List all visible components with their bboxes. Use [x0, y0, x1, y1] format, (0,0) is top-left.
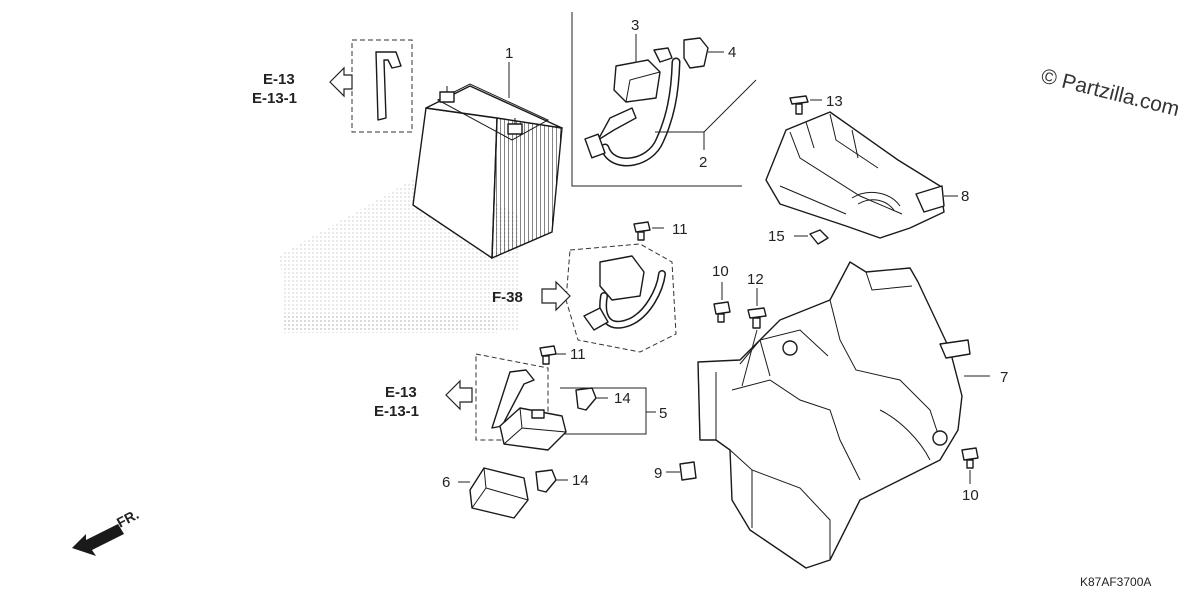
clip-15 [809, 229, 829, 245]
bolt-10-lower [961, 447, 979, 469]
clip-9 [679, 461, 697, 481]
terminal-cover [613, 59, 661, 103]
reference-label-e13-1-top: E-13-1 [252, 90, 297, 107]
callout-12: 12 [747, 271, 764, 288]
battery [412, 83, 563, 260]
callout-1: 1 [505, 45, 513, 62]
callout-5: 5 [659, 405, 667, 422]
callout-7: 7 [1000, 369, 1008, 386]
diagram-code: K87AF3700A [1080, 575, 1151, 589]
callout-11-upper: 11 [672, 221, 688, 238]
relay-strap [491, 369, 535, 429]
callout-10-lower: 10 [962, 487, 979, 504]
bolt-11-lower [539, 345, 557, 365]
cable-set-frame [571, 12, 742, 187]
reference-label-e13-bottom: E-13 [385, 384, 417, 401]
battery-strap [375, 51, 402, 121]
battery-tray [765, 111, 945, 239]
callout-9: 9 [654, 465, 662, 482]
reference-arrow-harness [541, 280, 571, 312]
callout-14-lower: 14 [572, 472, 589, 489]
harness-dashed-frame [565, 243, 677, 353]
battery-cable [584, 57, 681, 167]
callout-15: 15 [768, 228, 785, 245]
battery-box [697, 261, 971, 569]
callout-6: 6 [442, 474, 450, 491]
callout-3: 3 [631, 17, 639, 34]
callout-11-lower: 11 [570, 346, 586, 363]
reference-arrow-relay [445, 379, 473, 411]
relay [499, 407, 567, 451]
partzilla-watermark: © Partzilla.com [1039, 65, 1182, 122]
leader-12-to-box [741, 329, 758, 387]
callout-4: 4 [728, 44, 736, 61]
callout-10-upper: 10 [712, 263, 729, 280]
fuse-14-lower [535, 469, 557, 493]
reference-arrow-battery [329, 66, 353, 98]
leader-2b [703, 79, 757, 133]
fuse-14-upper [575, 387, 597, 411]
screw-13 [789, 95, 809, 115]
screw-12 [747, 307, 767, 329]
reference-label-f38: F-38 [492, 289, 523, 306]
harness-assembly [583, 255, 666, 331]
bolt-10-upper [713, 301, 731, 323]
bolt-11-upper [633, 221, 651, 241]
callout-14-upper: 14 [614, 390, 631, 407]
relay-holder [469, 467, 529, 519]
front-direction-arrow [72, 524, 124, 556]
reference-label-e13-1-bottom: E-13-1 [374, 403, 419, 420]
callout-2: 2 [699, 154, 707, 171]
callout-13: 13 [826, 93, 843, 110]
reference-label-e13-top: E-13 [263, 71, 295, 88]
leader-5-bracket [560, 387, 647, 435]
callout-8: 8 [961, 188, 969, 205]
terminal-cap [653, 37, 709, 69]
